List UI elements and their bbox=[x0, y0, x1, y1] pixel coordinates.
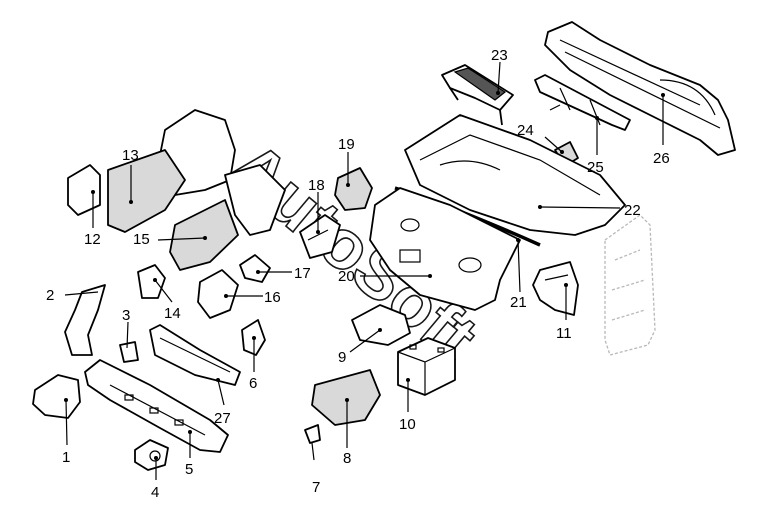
part-22-cowl-panel[interactable] bbox=[404, 114, 626, 236]
callout-24-label: 24 bbox=[517, 122, 534, 139]
callout-1: 1 bbox=[62, 398, 70, 466]
callout-23: 23 bbox=[491, 47, 508, 95]
callout-26: 26 bbox=[653, 93, 670, 167]
part-16-bracket[interactable] bbox=[197, 269, 239, 319]
callout-16-label: 16 bbox=[264, 289, 281, 306]
callout-4-label: 4 bbox=[151, 484, 159, 501]
callout-15: 15 bbox=[133, 231, 207, 248]
callout-7: 7 bbox=[312, 479, 320, 496]
callout-6: 6 bbox=[249, 336, 257, 392]
callout-22: 22 bbox=[538, 202, 641, 219]
callout-6-label: 6 bbox=[249, 375, 257, 392]
callout-17-label: 17 bbox=[294, 265, 311, 282]
callout-19-label: 19 bbox=[338, 136, 355, 153]
callout-1-label: 1 bbox=[62, 449, 70, 466]
callout-14-label: 14 bbox=[164, 305, 181, 322]
callout-12-label: 12 bbox=[84, 231, 101, 248]
part-23-grille-bracket[interactable] bbox=[441, 64, 514, 126]
callout-22-label: 22 bbox=[624, 202, 641, 219]
callout-21: 21 bbox=[510, 238, 527, 311]
callout-27: 27 bbox=[214, 378, 231, 427]
callout-18-label: 18 bbox=[308, 177, 325, 194]
part-25-brace[interactable] bbox=[534, 74, 631, 131]
callout-2: 2 bbox=[46, 287, 99, 304]
part-19-bracket[interactable] bbox=[334, 167, 373, 211]
callout-15-label: 15 bbox=[133, 231, 150, 248]
callout-3: 3 bbox=[122, 307, 130, 349]
part-7-bolt[interactable] bbox=[304, 424, 321, 461]
callout-2-label: 2 bbox=[46, 287, 54, 304]
part-5-front-crossmember[interactable] bbox=[84, 359, 229, 453]
part-17-bracket[interactable] bbox=[239, 254, 271, 283]
callout-8: 8 bbox=[343, 398, 351, 467]
callout-9: 9 bbox=[338, 328, 382, 366]
part-3-clip[interactable] bbox=[119, 341, 139, 363]
callout-24: 24 bbox=[517, 122, 564, 154]
part-2-bracket[interactable] bbox=[64, 284, 106, 356]
callout-3-label: 3 bbox=[122, 307, 130, 324]
callout-11: 11 bbox=[556, 283, 572, 342]
part-10-battery[interactable] bbox=[397, 337, 456, 396]
callout-25: 25 bbox=[587, 116, 604, 176]
ghost-pillar-outline bbox=[604, 214, 656, 356]
part-15-inner-wheelhouse[interactable] bbox=[169, 164, 286, 271]
part-14-clip[interactable] bbox=[137, 264, 166, 299]
part-13-wheelhouse[interactable] bbox=[107, 109, 236, 233]
callout-12: 12 bbox=[84, 190, 101, 248]
callout-7-label: 7 bbox=[312, 479, 320, 496]
callout-13-label: 13 bbox=[122, 147, 139, 164]
part-9-battery-tray[interactable] bbox=[351, 304, 411, 346]
callout-10-label: 10 bbox=[399, 416, 416, 433]
callout-4: 4 bbox=[151, 456, 159, 501]
callout-25-label: 25 bbox=[587, 159, 604, 176]
callout-10: 10 bbox=[399, 378, 416, 433]
part-20-dash-panel[interactable] bbox=[369, 187, 521, 311]
callout-20-label: 20 bbox=[338, 268, 355, 285]
callout-23-label: 23 bbox=[491, 47, 508, 64]
callout-19: 19 bbox=[338, 136, 355, 187]
part-26-cowl-upper-panel[interactable] bbox=[544, 21, 736, 156]
callout-20: 20 bbox=[338, 268, 432, 285]
part-18-mount[interactable] bbox=[299, 214, 341, 259]
callout-27-label: 27 bbox=[214, 410, 231, 427]
part-11-side-bracket[interactable] bbox=[532, 261, 579, 316]
callout-17: 17 bbox=[256, 265, 311, 282]
part-4-mount[interactable] bbox=[134, 439, 169, 471]
part-12-bracket[interactable] bbox=[67, 164, 101, 216]
callout-16: 16 bbox=[224, 289, 281, 306]
callout-26-label: 26 bbox=[653, 150, 670, 167]
callout-5-label: 5 bbox=[185, 461, 193, 478]
part-1-bracket[interactable] bbox=[32, 374, 81, 419]
callout-13: 13 bbox=[122, 147, 139, 204]
callout-11-label: 11 bbox=[556, 325, 572, 342]
part-27-cross-member[interactable] bbox=[149, 324, 241, 386]
callout-18: 18 bbox=[308, 177, 325, 234]
callout-21-label: 21 bbox=[510, 294, 527, 311]
callout-14: 14 bbox=[153, 278, 181, 322]
callout-9-label: 9 bbox=[338, 349, 346, 366]
callout-8-label: 8 bbox=[343, 450, 351, 467]
callout-5: 5 bbox=[185, 430, 193, 478]
part-8-lower-bracket[interactable] bbox=[311, 369, 381, 426]
